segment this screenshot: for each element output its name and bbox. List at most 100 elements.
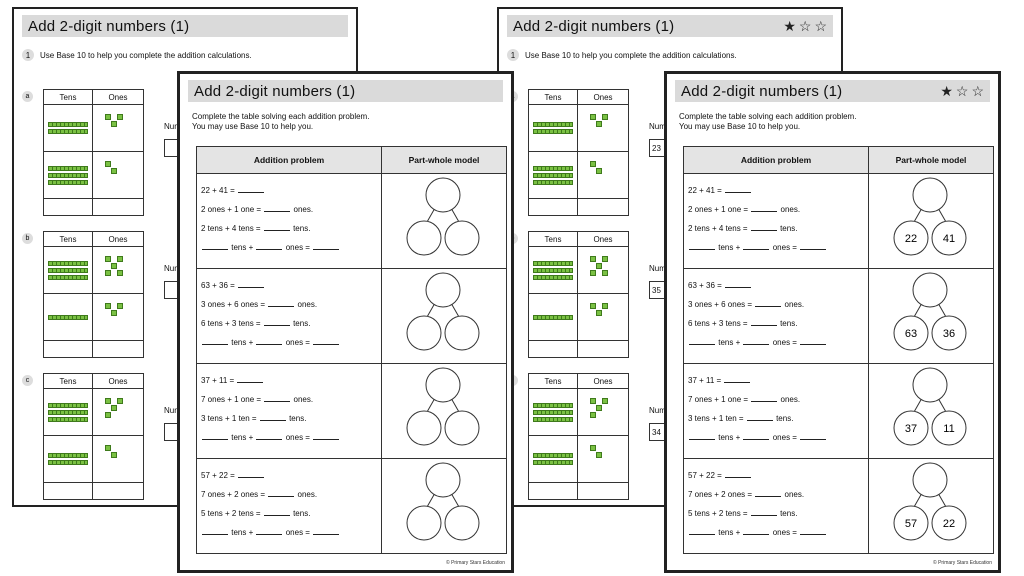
total-cell[interactable]: [577, 198, 629, 216]
ones-cube: [105, 256, 111, 262]
answer-blank[interactable]: [263, 325, 290, 326]
answer-blank[interactable]: [689, 534, 715, 535]
part-circle[interactable]: [931, 315, 967, 351]
whole-circle[interactable]: [912, 367, 948, 403]
star-empty-icon: ☆: [798, 17, 812, 34]
answer-blank[interactable]: [268, 306, 295, 307]
answer-blank[interactable]: [256, 249, 283, 250]
part-circle[interactable]: [931, 505, 967, 541]
total-cell[interactable]: [43, 340, 93, 358]
answer-blank[interactable]: [256, 344, 283, 345]
answer-blank[interactable]: [751, 401, 778, 402]
whole-circle[interactable]: [912, 462, 948, 498]
part-value: 22: [905, 233, 917, 245]
total-cell[interactable]: [528, 340, 578, 358]
answer-blank[interactable]: [755, 496, 782, 497]
whole-circle[interactable]: [425, 177, 461, 213]
total-cell[interactable]: [43, 482, 93, 500]
answer-blank[interactable]: [313, 439, 340, 440]
total-cell[interactable]: [577, 340, 629, 358]
answer-blank[interactable]: [202, 534, 228, 535]
answer-blank[interactable]: [313, 534, 340, 535]
answer-blank[interactable]: [263, 515, 290, 516]
whole-circle[interactable]: [912, 177, 948, 213]
answer-blank[interactable]: [263, 230, 290, 231]
answer-blank[interactable]: [800, 249, 827, 250]
answer-blank[interactable]: [743, 344, 770, 345]
answer-blank[interactable]: [259, 420, 286, 421]
whole-circle[interactable]: [912, 272, 948, 308]
answer-blank[interactable]: [743, 534, 770, 535]
answer-blank[interactable]: [743, 439, 770, 440]
answer-blank[interactable]: [689, 439, 715, 440]
problem-line: 37 + 11 =: [688, 376, 722, 385]
part-circle[interactable]: [893, 505, 929, 541]
answer-blank[interactable]: [256, 439, 283, 440]
part-circle[interactable]: [893, 220, 929, 256]
answer-blank[interactable]: [755, 306, 782, 307]
answer-blank[interactable]: [800, 534, 827, 535]
part-circle[interactable]: [444, 315, 480, 351]
answer-blank[interactable]: [750, 325, 777, 326]
answer-blank[interactable]: [750, 230, 777, 231]
answer-blank[interactable]: [264, 401, 291, 402]
total-cell[interactable]: [92, 340, 144, 358]
answer-blank[interactable]: [256, 534, 283, 535]
part-circle[interactable]: [444, 220, 480, 256]
tens-cell: [43, 246, 93, 294]
answer-blank[interactable]: [202, 344, 228, 345]
part-circle[interactable]: [444, 505, 480, 541]
answer-blank[interactable]: [725, 192, 752, 193]
tens-rod: [48, 165, 88, 171]
answer-blank[interactable]: [238, 192, 265, 193]
total-cell[interactable]: [92, 482, 144, 500]
total-cell[interactable]: [577, 482, 629, 500]
part-circle[interactable]: [931, 410, 967, 446]
part-circle[interactable]: [406, 410, 442, 446]
total-cell[interactable]: [528, 198, 578, 216]
part-circle[interactable]: [893, 315, 929, 351]
part-circle[interactable]: [931, 220, 967, 256]
answer-blank[interactable]: [725, 287, 752, 288]
title-bar: Add 2-digit numbers (1): [22, 15, 348, 37]
answer-blank[interactable]: [750, 515, 777, 516]
answer-blank[interactable]: [689, 344, 715, 345]
part-circle[interactable]: [406, 505, 442, 541]
answer-blank[interactable]: [725, 477, 752, 478]
ones-header: Ones: [577, 89, 629, 105]
ones-cube: [111, 310, 117, 316]
ones-cell: [577, 151, 629, 199]
part-circle[interactable]: [893, 410, 929, 446]
answer-blank[interactable]: [264, 211, 291, 212]
answer-blank[interactable]: [800, 439, 827, 440]
part-circle[interactable]: [444, 410, 480, 446]
answer-blank[interactable]: [237, 382, 264, 383]
answer-blank[interactable]: [268, 496, 295, 497]
problem-line: ones =: [285, 243, 310, 252]
answer-blank[interactable]: [746, 420, 773, 421]
part-value: 41: [943, 233, 955, 245]
part-circle[interactable]: [406, 220, 442, 256]
whole-circle[interactable]: [425, 272, 461, 308]
answer-blank[interactable]: [202, 249, 228, 250]
problem-line: ones =: [772, 243, 797, 252]
total-cell[interactable]: [92, 198, 144, 216]
whole-circle[interactable]: [425, 462, 461, 498]
answer-blank[interactable]: [751, 211, 778, 212]
answer-blank[interactable]: [238, 477, 265, 478]
total-cell[interactable]: [43, 198, 93, 216]
answer-blank[interactable]: [238, 287, 265, 288]
problem-line: ones.: [784, 490, 805, 499]
part-circle[interactable]: [406, 315, 442, 351]
answer-blank[interactable]: [689, 249, 715, 250]
answer-blank[interactable]: [743, 249, 770, 250]
answer-blank[interactable]: [202, 439, 228, 440]
answer-blank[interactable]: [724, 382, 751, 383]
answer-blank[interactable]: [313, 344, 340, 345]
answer-blank[interactable]: [800, 344, 827, 345]
answer-blank[interactable]: [313, 249, 340, 250]
total-cell[interactable]: [528, 482, 578, 500]
problem-line: tens +: [718, 433, 741, 442]
whole-circle[interactable]: [425, 367, 461, 403]
